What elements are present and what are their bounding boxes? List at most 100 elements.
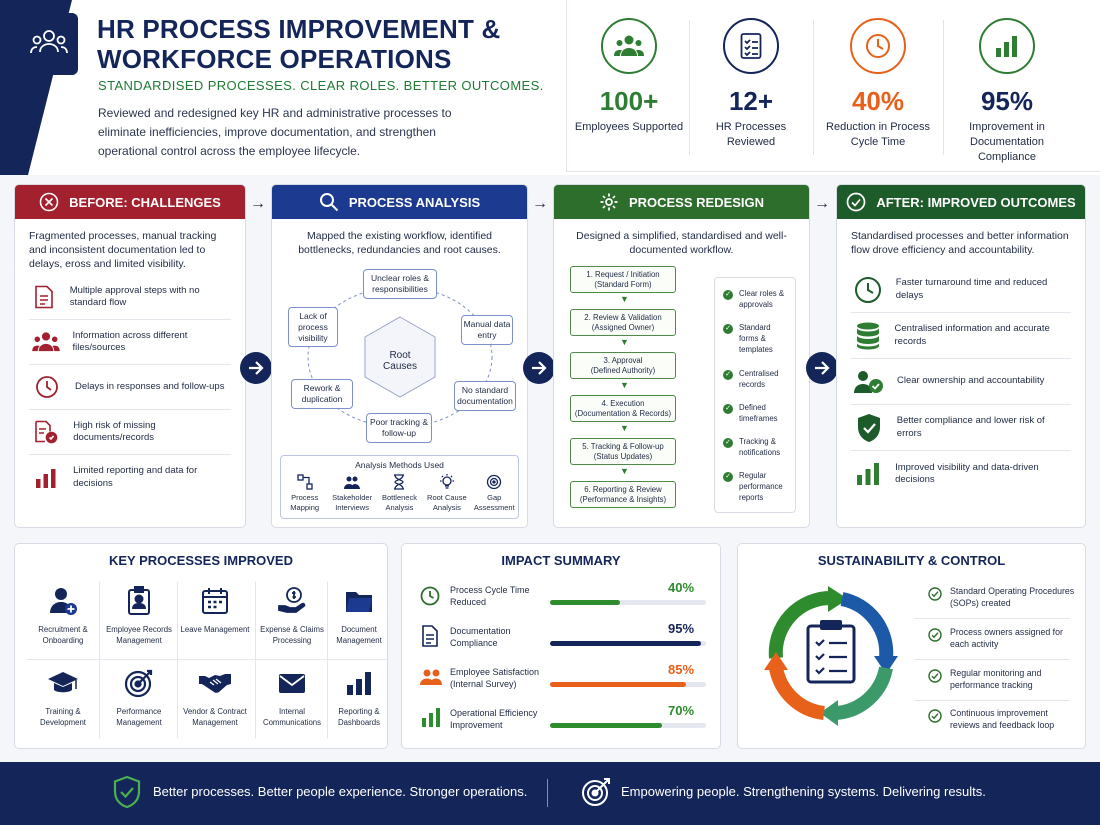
team-logo-icon xyxy=(19,13,78,75)
cause-node: No standard documentation xyxy=(454,381,516,411)
cause-node: Rework & duplication xyxy=(291,379,353,409)
redesign-header: PROCESS REDESIGN xyxy=(554,185,809,219)
method-label: Process Mapping xyxy=(290,493,320,512)
database-icon xyxy=(851,322,885,350)
checklist-icon xyxy=(723,18,779,74)
analysis-methods: Analysis Methods Used Process Mapping St… xyxy=(280,455,519,519)
process-item: Performance Management xyxy=(103,668,175,748)
list-text: Information across different files/sourc… xyxy=(72,329,188,354)
sustainability-card: SUSTAINABILITY & CONTROL Standard Operat… xyxy=(737,543,1086,749)
people-icon xyxy=(601,18,657,74)
impact-label: Employee Satisfaction (Internal Survey) xyxy=(450,667,540,689)
step-title: 3. Approval xyxy=(603,355,643,365)
bar-chart-icon xyxy=(347,672,371,695)
method-process-mapping: Process Mapping xyxy=(283,474,327,513)
list-item: High risk of missing documents/records xyxy=(29,410,231,455)
list-item: Centralised information and accurate rec… xyxy=(851,313,1071,359)
methods-row: Process Mapping Stakeholder Interviews B… xyxy=(281,474,518,513)
people-icon xyxy=(344,476,361,489)
before-heading: BEFORE: CHALLENGES xyxy=(69,194,221,210)
after-panel: AFTER: IMPROVED OUTCOMES Standardised pr… xyxy=(836,184,1086,528)
clock-icon xyxy=(851,276,886,304)
bar-chart-icon xyxy=(422,708,440,727)
process-label: Expense & Claims Processing xyxy=(260,625,324,645)
progress-fill xyxy=(550,600,621,605)
footer-tagline-right: Empowering people. Strengthening systems… xyxy=(621,784,986,799)
document-alert-icon xyxy=(29,420,63,444)
impact-title: IMPACT SUMMARY xyxy=(501,553,621,568)
check-circle-icon xyxy=(846,192,866,212)
process-label: Document Management xyxy=(336,625,382,645)
process-label: Recruitment & Onboarding xyxy=(38,625,88,645)
methods-title: Analysis Methods Used xyxy=(355,460,444,470)
check-text: Defined timeframes xyxy=(739,403,778,423)
check-text: Centralised records xyxy=(739,369,779,389)
divider xyxy=(327,582,328,738)
cause-node: Manual data entry xyxy=(461,315,513,345)
step-title: 1. Request / Initiation xyxy=(586,269,660,279)
flow-arrow-icon: → xyxy=(814,195,830,212)
process-label: Performance Management xyxy=(116,707,162,727)
list-text: High risk of missing documents/records xyxy=(73,419,156,444)
check-icon: ✓ xyxy=(723,438,733,448)
method-gap: Gap Assessment xyxy=(472,474,516,513)
process-item: Employee Records Management xyxy=(103,586,175,666)
check-item: ✓Regular performance reports xyxy=(719,470,795,503)
list-text: Centralised information and accurate rec… xyxy=(894,323,1050,347)
analysis-description: Mapped the existing workflow, identified… xyxy=(298,230,501,256)
step-sub: (Defined Authority) xyxy=(590,365,656,375)
impact-value: 40% xyxy=(668,580,695,595)
impact-row: Operational Efficiency Improvement 70% xyxy=(420,703,708,747)
progress-fill xyxy=(550,641,702,646)
check-text: Standard forms & templates xyxy=(739,323,773,354)
check-icon: ✓ xyxy=(723,290,733,300)
process-label: Employee Records Management xyxy=(106,625,172,645)
process-label: Leave Management xyxy=(180,625,250,634)
check-icon: ✓ xyxy=(723,472,733,482)
sustain-text: Process owners assigned for each activit… xyxy=(950,627,1063,649)
divider xyxy=(914,700,1070,701)
progress-fill xyxy=(550,723,663,728)
cycle-diagram xyxy=(764,586,898,726)
check-circle-icon xyxy=(928,587,942,601)
process-item: Vendor & Contract Management xyxy=(179,668,251,748)
hourglass-icon xyxy=(394,474,405,490)
arrow-right-icon xyxy=(523,352,555,384)
bar-chart-icon xyxy=(851,462,885,486)
gear-icon xyxy=(600,193,618,211)
list-text: Limited reporting and data for decisions xyxy=(73,465,198,489)
progress-track xyxy=(550,600,706,605)
impact-value: 85% xyxy=(668,662,695,677)
divider xyxy=(255,582,256,738)
process-step: 5. Tracking & Follow-up(Status Updates) xyxy=(570,438,676,465)
step-sub: (Performance & Insights) xyxy=(579,494,667,504)
arrow-down-icon: ▼ xyxy=(620,380,629,390)
search-icon xyxy=(319,193,339,212)
key-processes-card: KEY PROCESSES IMPROVED Recruitment & Onb… xyxy=(14,543,389,749)
id-card-icon xyxy=(128,586,150,615)
step-sub: (Status Updates) xyxy=(593,451,653,461)
redesign-description: Designed a simplified, standardised and … xyxy=(576,230,787,256)
step-sub: (Standard Form) xyxy=(594,279,652,289)
process-item: Internal Communications xyxy=(256,668,328,748)
process-item: Recruitment & Onboarding xyxy=(27,586,99,666)
process-item: Leave Management xyxy=(179,586,251,666)
after-heading: AFTER: IMPROVED OUTCOMES xyxy=(876,194,1076,210)
process-step: 1. Request / Initiation(Standard Form) xyxy=(570,266,676,293)
target-icon xyxy=(582,778,610,806)
process-label: Reporting & Dashboards xyxy=(337,707,381,727)
before-description: Fragmented processes, manual tracking an… xyxy=(29,230,217,270)
impact-value: 70% xyxy=(668,703,695,718)
check-text: Tracking & notifications xyxy=(739,437,781,457)
folder-icon xyxy=(346,592,372,612)
method-label: Gap Assessment xyxy=(473,493,515,512)
stat-label: Employees Supported xyxy=(574,121,684,133)
list-item: Clear ownership and accountability xyxy=(851,359,1071,405)
bar-chart-icon xyxy=(979,18,1035,74)
list-text: Clear ownership and accountability xyxy=(897,375,1045,387)
check-item: ✓Standard forms & templates xyxy=(719,322,795,355)
user-add-icon xyxy=(50,588,77,615)
bar-chart-icon xyxy=(29,467,63,489)
method-root-cause: Root Cause Analysis xyxy=(425,474,469,513)
